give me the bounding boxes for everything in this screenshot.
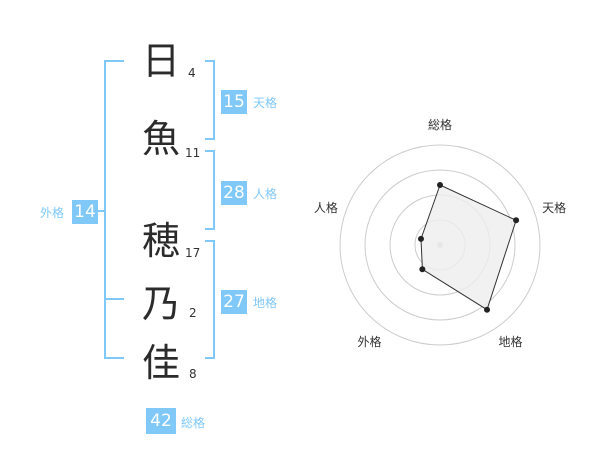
radar-series-polygon (420, 184, 517, 311)
soukaku-badge: 42 (146, 408, 176, 434)
tenkaku-label: 天格 (253, 96, 278, 110)
stroke-count-2: 11 (185, 146, 201, 160)
gaikaku-badge: 14 (72, 200, 98, 224)
stroke-count-1: 4 (188, 66, 196, 80)
radar-axis-label-5: 人格 (314, 200, 338, 215)
jinkaku-badge: 28 (221, 181, 247, 205)
chikaku-label: 地格 (253, 296, 278, 310)
radar-axis-label-1: 総格 (428, 117, 452, 132)
gaikaku-label: 外格 (40, 206, 65, 220)
jinkaku-bracket-bottom (205, 228, 215, 230)
name-char-3: 穂 (142, 219, 181, 263)
chikaku-badge: 27 (221, 290, 247, 314)
name-char-5: 佳 (142, 341, 181, 385)
chikaku-bracket-bottom (205, 357, 215, 359)
radar-point-4 (419, 266, 426, 273)
jinkaku-label: 人格 (253, 187, 278, 201)
radar-axis-label-3: 地格 (498, 334, 522, 349)
tenkaku-badge: 15 (221, 90, 247, 114)
chikaku-bracket-vertical (213, 240, 215, 359)
stroke-count-3: 17 (185, 246, 201, 260)
gaikaku-bracket-vertical (104, 60, 106, 359)
radar-point-1 (437, 182, 443, 188)
chikaku-bracket-top (205, 240, 215, 242)
name-char-2: 魚 (142, 117, 181, 161)
jinkaku-bracket-vertical (213, 150, 215, 230)
radar-axis-label-4: 外格 (357, 334, 381, 349)
gaikaku-bracket-top (104, 60, 124, 62)
gaikaku-bracket-bottom (104, 357, 124, 359)
stroke-count-5: 8 (189, 367, 197, 381)
radar-point-3 (484, 306, 491, 313)
name-char-1: 日 (142, 39, 181, 83)
tenkaku-bracket-vertical (213, 60, 215, 140)
gaikaku-bracket-mid (104, 298, 124, 300)
tenkaku-bracket-top (205, 60, 215, 62)
jinkaku-bracket-top (205, 150, 215, 152)
soukaku-label: 総格 (181, 416, 206, 430)
radar-point-5 (417, 235, 424, 242)
radar-ring-3 (364, 169, 516, 321)
gaikaku-bracket-connector (98, 210, 106, 212)
radar-axis-label-2: 天格 (542, 200, 566, 215)
radar-ring-4 (339, 144, 541, 346)
stroke-count-4: 2 (189, 306, 197, 320)
radar-point-2 (513, 217, 520, 224)
tenkaku-bracket-bottom (205, 138, 215, 140)
name-char-4: 乃 (142, 282, 181, 326)
